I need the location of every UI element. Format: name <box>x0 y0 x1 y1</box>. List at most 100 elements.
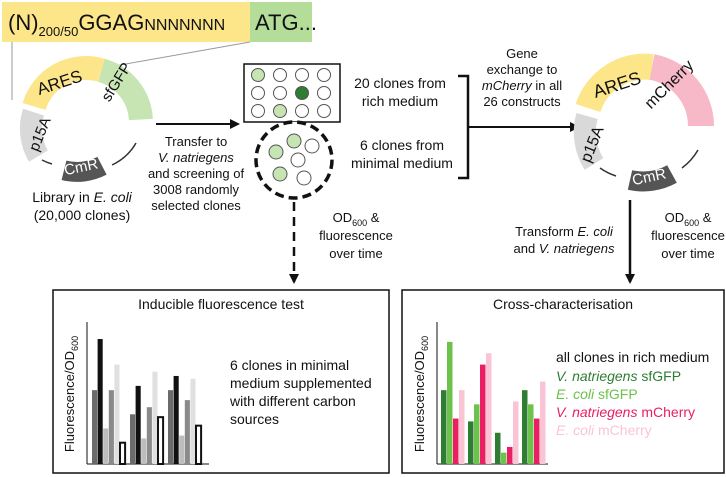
cmr-label: CmR <box>63 155 100 179</box>
chart-bar <box>179 435 185 464</box>
plate-well <box>295 86 309 100</box>
plate-well <box>295 68 309 82</box>
od-left-label: over time <box>329 246 382 261</box>
legend-item-ec-gfp: E. coli sfGFP <box>556 386 638 402</box>
legend-heading: all clones in rich medium <box>556 349 709 365</box>
od-right-label: OD600 & <box>665 210 712 228</box>
colony <box>304 138 320 154</box>
chart-bar <box>108 390 114 464</box>
plate-well <box>251 86 265 100</box>
chart-bar <box>534 418 540 464</box>
od-left-label: OD600 & <box>333 210 380 228</box>
cmr-segment <box>61 156 107 182</box>
chart-bar <box>135 385 141 464</box>
chart-bar <box>495 432 501 464</box>
ares-segment <box>22 56 105 111</box>
cross-panel: Cross-characterisation Fluorescence/OD60… <box>401 289 725 474</box>
exchange-text: exchange to <box>487 62 558 77</box>
petri-dish <box>254 120 334 200</box>
plate-well <box>317 104 331 118</box>
minimal-label: minimal medium <box>351 155 453 171</box>
chart-bar <box>459 390 465 464</box>
start-codon-text: ATG... <box>255 10 317 35</box>
ori-segment <box>19 108 49 162</box>
minimal-label: 6 clones from <box>360 137 444 153</box>
plate-well <box>273 104 287 118</box>
transform-label: and V. natriegens <box>514 241 615 256</box>
library-size: (20,000 clones) <box>34 207 131 223</box>
chart-bar <box>97 339 103 464</box>
chart-bar <box>103 428 109 464</box>
chart-bar <box>474 404 480 464</box>
chart-bar <box>173 375 179 464</box>
chart-bar <box>190 378 196 464</box>
chart-bar <box>130 414 136 464</box>
chart-bar <box>141 438 147 464</box>
sequence-bar <box>2 2 250 42</box>
ori-segment <box>573 113 604 170</box>
backbone-line <box>599 167 617 177</box>
chart-bar <box>195 424 203 466</box>
transfer-text: 3008 randomly <box>153 182 239 197</box>
transfer-text: and screening of <box>148 166 245 181</box>
chart-bar <box>522 390 528 464</box>
backbone-line <box>111 142 137 166</box>
plate-well <box>251 104 265 118</box>
bracket <box>458 74 470 180</box>
inducible-desc: medium supplemented <box>230 375 372 391</box>
ares-segment <box>575 53 654 113</box>
plate-well <box>251 68 265 82</box>
cmr-segment <box>627 165 677 192</box>
chart-bar <box>119 441 127 466</box>
chart-bar <box>486 353 492 464</box>
od-right-label: over time <box>661 246 714 261</box>
transfer-text: selected clones <box>151 198 241 213</box>
inducible-panel: Inducible fluorescence test Fluorescence… <box>52 289 390 474</box>
chart-bar <box>540 381 546 464</box>
chart-bar <box>114 364 120 464</box>
inducible-desc: sources <box>230 411 279 427</box>
plate-well <box>273 68 287 82</box>
exchange-text: mCherry in all <box>482 78 562 93</box>
chart-bar <box>528 404 534 464</box>
chart-bar <box>468 421 474 464</box>
start-codon-box <box>250 2 312 42</box>
colony <box>296 170 312 186</box>
chart-bar <box>447 341 453 464</box>
backbone-line <box>41 159 53 165</box>
exchange-text: 26 constructs <box>483 94 561 109</box>
inducible-title: Inducible fluorescence test <box>138 296 304 312</box>
colony <box>272 166 288 182</box>
sequence-text: (N)200/50GGAGNNNNNNN <box>8 10 225 39</box>
chart-bar <box>146 407 152 464</box>
chart-bar <box>157 416 165 466</box>
plate-well <box>317 86 331 100</box>
backbone-line <box>681 149 699 169</box>
mcherry-segment <box>649 54 714 127</box>
y-axis-label: Fluorescence/OD600 <box>412 336 430 452</box>
chart-bar <box>507 446 513 464</box>
library-label: Library in E. coli <box>32 189 132 205</box>
chart-bar <box>168 390 174 464</box>
y-axis-label: Fluorescence/OD600 <box>62 336 80 452</box>
chart-bar <box>513 401 519 464</box>
gfp-segment <box>97 58 153 121</box>
chart-bar <box>453 418 459 464</box>
od-left-label: fluorescence <box>319 228 393 243</box>
plate-well <box>317 68 331 82</box>
colony <box>268 144 284 160</box>
transfer-text: V. natriegens <box>158 150 234 165</box>
plate-well <box>273 86 287 100</box>
colony <box>290 152 306 168</box>
chart-bar <box>501 452 507 464</box>
legend-item-ec-mcherry: E. coli mCherry <box>556 422 652 438</box>
chart-bar <box>184 400 190 464</box>
well-plate <box>243 63 341 123</box>
exchange-text: Gene <box>506 46 538 61</box>
transfer-text: Transfer to <box>165 134 227 149</box>
legend-item-vn-mcherry: V. natriegens mCherry <box>556 404 695 420</box>
rich-label: 20 clones from <box>354 75 446 91</box>
plasmid-left: ARES sfGFP p15A CmR <box>19 56 153 182</box>
chart-bar <box>92 390 98 464</box>
